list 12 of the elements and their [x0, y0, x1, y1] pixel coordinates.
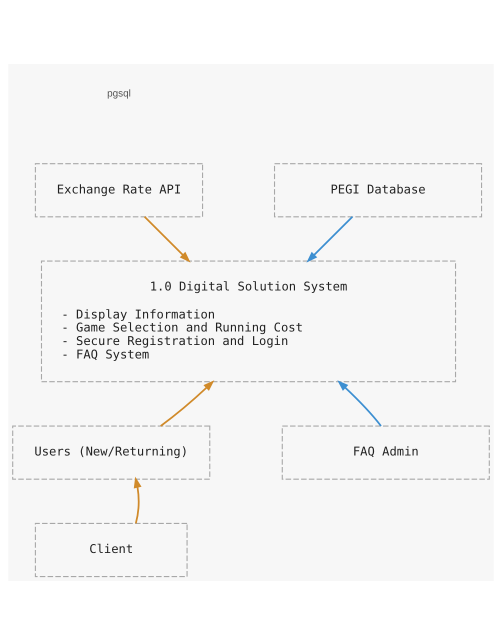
arrow	[306, 216, 354, 262]
arrow	[337, 380, 382, 426]
arrow	[134, 476, 142, 524]
label: pgsql	[107, 88, 131, 99]
node-box: Exchange Rate API	[34, 162, 204, 217]
node-box: Users (New/Returning)	[12, 424, 210, 480]
node-box: Client	[34, 522, 188, 577]
node-box: PEGI Database	[274, 162, 482, 217]
arrow	[160, 380, 214, 426]
arrow	[144, 216, 191, 262]
node-box: FAQ Admin	[282, 424, 490, 480]
node-box: 1.0 Digital Solution System - Display Information - Game Selection and Running Cost - Secure Registration and Login - FAQ System	[40, 260, 456, 382]
